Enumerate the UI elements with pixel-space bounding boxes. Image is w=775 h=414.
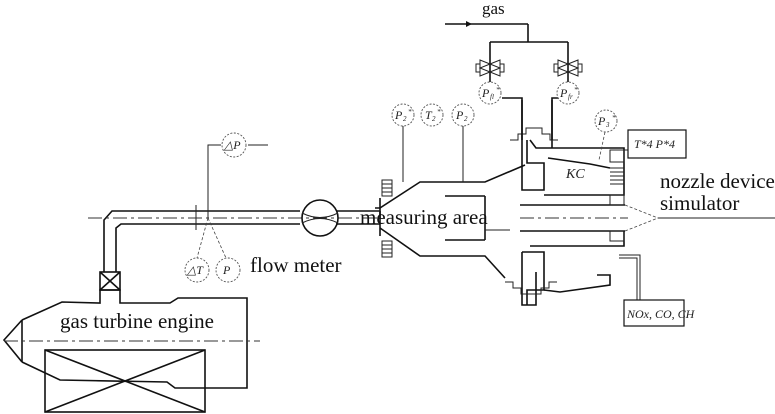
gas-turbine-engine xyxy=(2,271,260,413)
svg-text:3: 3 xyxy=(605,121,610,129)
instrument-p3-total: P 3 * xyxy=(594,109,618,133)
svg-text:*: * xyxy=(408,108,412,116)
svg-text:△P: △P xyxy=(223,138,241,152)
svg-text:fl: fl xyxy=(490,93,494,101)
svg-text:P: P xyxy=(559,86,568,100)
flow-meter xyxy=(301,199,339,237)
instrument-fuel-pressure-right: P fr * xyxy=(556,81,580,105)
gas-valve-right-icon xyxy=(553,59,583,77)
engine-valve-icon xyxy=(99,271,121,291)
svg-text:P: P xyxy=(455,108,464,122)
measuring-area-label: measuring area xyxy=(360,205,488,229)
gas-flow-arrow-icon xyxy=(466,21,472,27)
svg-text:*: * xyxy=(437,108,441,116)
gas-valve-left-icon xyxy=(475,59,505,77)
svg-text:2: 2 xyxy=(432,115,436,123)
nozzle-label-line1: nozzle device xyxy=(660,169,775,193)
flow-meter-label: flow meter xyxy=(250,253,342,277)
instrument-delta-p: △P xyxy=(221,132,247,158)
nozzle-device-simulator xyxy=(624,204,775,232)
outlet-params-label: T*4 P*4 xyxy=(634,137,675,151)
svg-text:P: P xyxy=(222,263,231,277)
combustion-chamber-label: KC xyxy=(565,167,585,182)
svg-text:△T: △T xyxy=(186,263,204,277)
outlet-params-box xyxy=(627,129,687,159)
svg-text:T: T xyxy=(425,108,433,122)
instrument-delta-t: △T xyxy=(184,257,210,283)
nozzle-label-line2: simulator xyxy=(660,191,739,215)
gas-supply xyxy=(445,21,583,140)
svg-text:P: P xyxy=(394,108,403,122)
instrument-t2-total: T 2 * xyxy=(420,103,444,127)
svg-text:P: P xyxy=(481,86,490,100)
instrument-fuel-pressure-left: P fl * xyxy=(478,81,502,105)
instrument-p2-static: P 2 xyxy=(451,103,475,127)
svg-text:fr: fr xyxy=(568,93,573,101)
svg-text:*: * xyxy=(574,86,578,94)
instrument-p2-total: P 2 * xyxy=(391,103,415,127)
instrument-p: P xyxy=(215,257,241,283)
svg-text:2: 2 xyxy=(464,115,468,123)
svg-text:P: P xyxy=(597,114,606,128)
engine-label: gas turbine engine xyxy=(60,309,214,333)
gas-inlet-label: gas xyxy=(482,0,505,18)
svg-text:*: * xyxy=(612,114,616,122)
emissions-box xyxy=(623,299,685,327)
emissions-label: NOx, CO, CH xyxy=(626,307,696,321)
svg-text:*: * xyxy=(496,86,500,94)
diffuser xyxy=(375,164,526,279)
svg-text:2: 2 xyxy=(403,115,407,123)
